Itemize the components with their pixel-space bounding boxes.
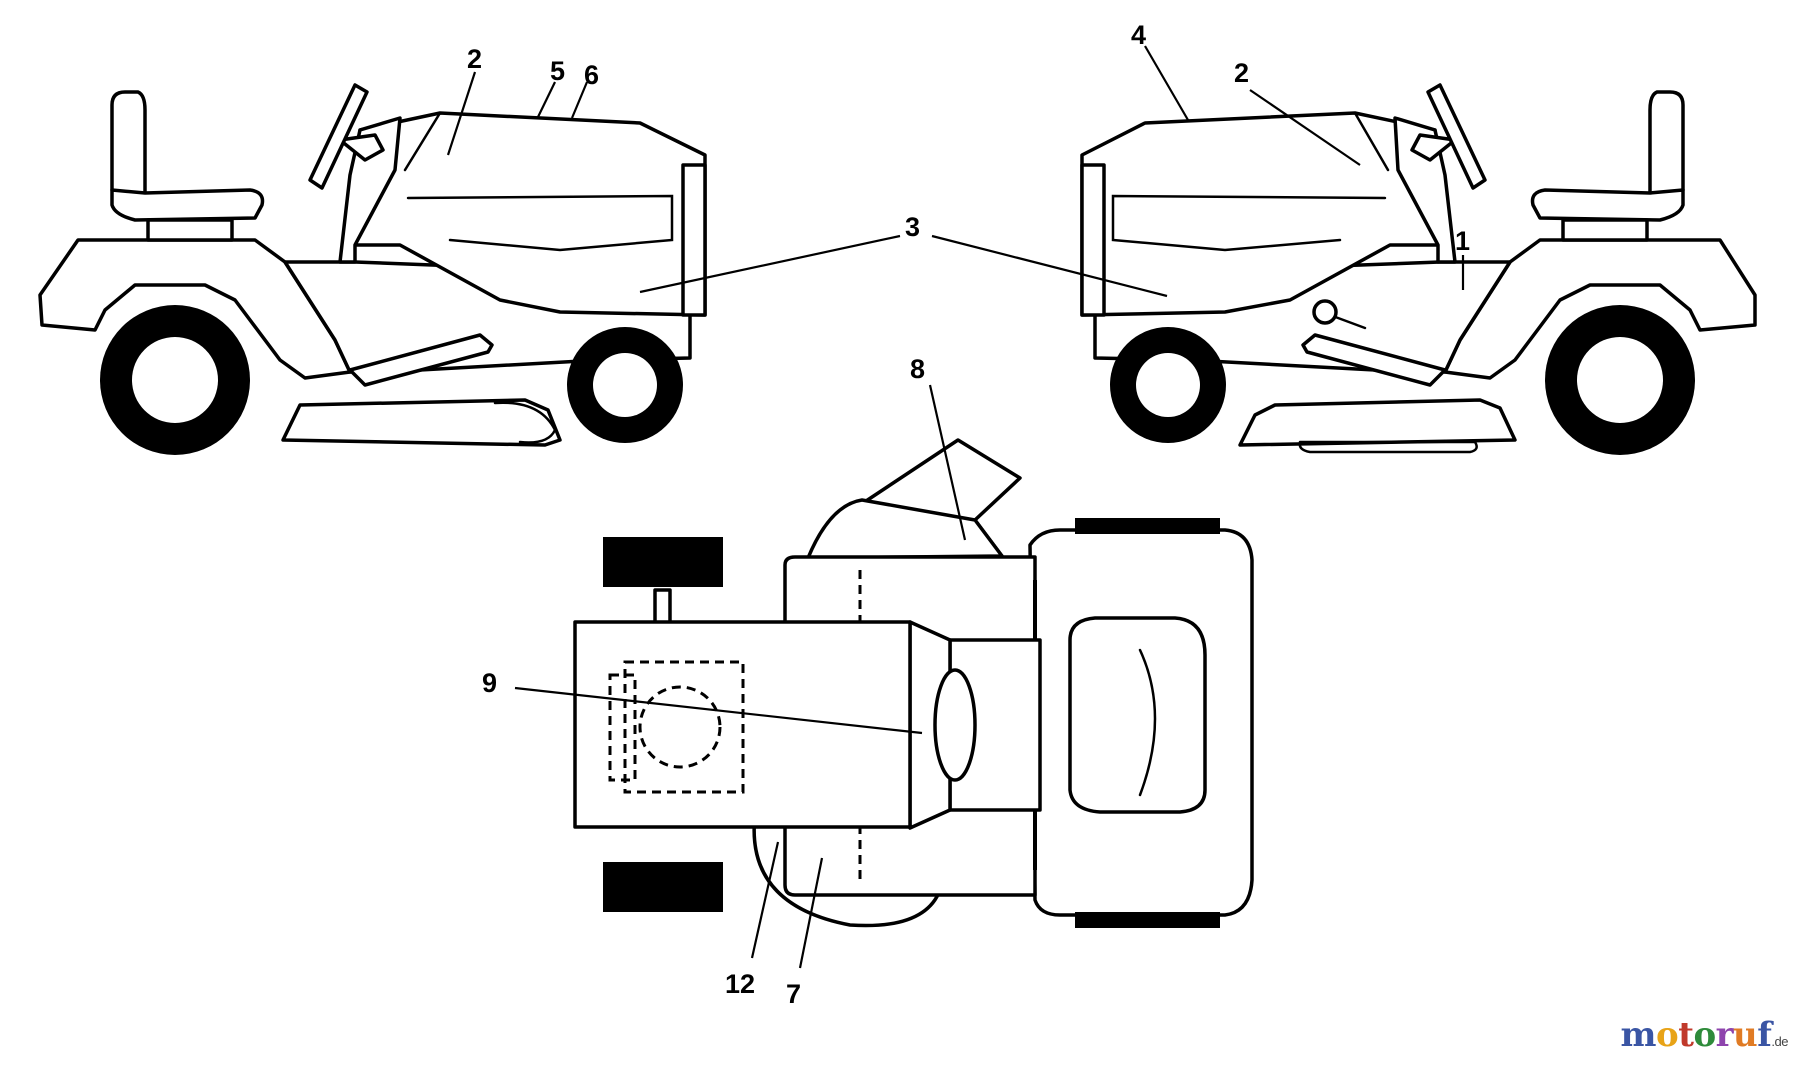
left-front-wheel-hub [593, 353, 657, 417]
left-rear-wheel-hub [132, 337, 218, 423]
watermark-tld: .de [1771, 1034, 1788, 1049]
callout-3: 3 [905, 212, 920, 242]
callout-6: 6 [584, 60, 599, 90]
top-front-left-wheel [603, 537, 723, 587]
top-engine-outline [623, 660, 745, 794]
callout-5: 5 [550, 56, 565, 86]
watermark-letter: t [1678, 1015, 1694, 1055]
watermark-wordmark: motoruf [1621, 1015, 1772, 1055]
right-foot-pedal [1301, 333, 1447, 387]
callout-9: 9 [482, 668, 497, 698]
callout-4: 4 [1131, 20, 1146, 50]
left-seat-back [110, 90, 147, 207]
callout-7: 7 [786, 979, 801, 1009]
right-seat-back [1648, 90, 1685, 207]
callout-numbers: 2 5 6 3 4 2 1 8 9 12 7 [467, 20, 1470, 1009]
callout-1: 1 [1455, 226, 1470, 256]
left-mower-deck [281, 398, 562, 447]
left-foot-pedal [348, 333, 494, 387]
right-steering-wheel [1426, 83, 1487, 190]
top-chute-shroud [806, 498, 1004, 560]
top-steering-wheel [933, 668, 977, 782]
right-rear-fender [1443, 238, 1757, 380]
top-engine-flywheel [638, 685, 722, 769]
left-seat-cushion [110, 188, 265, 222]
top-seat [1068, 616, 1207, 814]
left-rear-fender [38, 238, 352, 380]
right-mower-deck [1238, 398, 1517, 447]
tractor-top-view [573, 438, 1254, 928]
right-lever-knob [1312, 299, 1338, 325]
right-hood-edge [1353, 111, 1390, 172]
top-rear-left-wheel [1075, 518, 1220, 534]
tractor-left-side-view [38, 83, 707, 455]
right-hood-panel-line [1111, 194, 1387, 252]
right-rear-wheel-hub [1577, 337, 1663, 423]
top-rear-right-wheel [1075, 912, 1220, 928]
right-seat-cushion [1530, 188, 1685, 222]
left-grille [681, 163, 707, 317]
right-grille [1080, 163, 1106, 317]
callout-12: 12 [725, 969, 755, 999]
right-deck-skid [1298, 440, 1478, 454]
right-steering-column [1410, 133, 1457, 162]
leader-lines [446, 45, 1465, 969]
left-seat-base [146, 218, 234, 242]
watermark-letter: u [1733, 1015, 1758, 1055]
right-front-wheel-hub [1136, 353, 1200, 417]
watermark-letter: o [1656, 1015, 1679, 1055]
left-deck-chute [493, 401, 557, 444]
watermark-letter: r [1715, 1015, 1734, 1055]
top-seat-back-line [1138, 648, 1157, 797]
left-hood-panel-line [406, 194, 674, 252]
watermark-letter: o [1693, 1015, 1716, 1055]
left-hood-edge [403, 111, 442, 172]
top-engine-side [608, 673, 637, 782]
left-steering-column [338, 133, 385, 162]
watermark-letter: m [1620, 1015, 1657, 1055]
top-front-right-wheel [603, 862, 723, 912]
tractor-right-side-view [1080, 83, 1757, 455]
right-seat-base [1561, 218, 1649, 242]
callout-2-left: 2 [467, 44, 482, 74]
left-steering-wheel [308, 83, 369, 190]
callout-8: 8 [910, 354, 925, 384]
watermark-letter: f [1757, 1015, 1772, 1055]
motoruf-watermark-logo: motoruf.de [1621, 1015, 1789, 1055]
callout-2-right: 2 [1234, 58, 1249, 88]
